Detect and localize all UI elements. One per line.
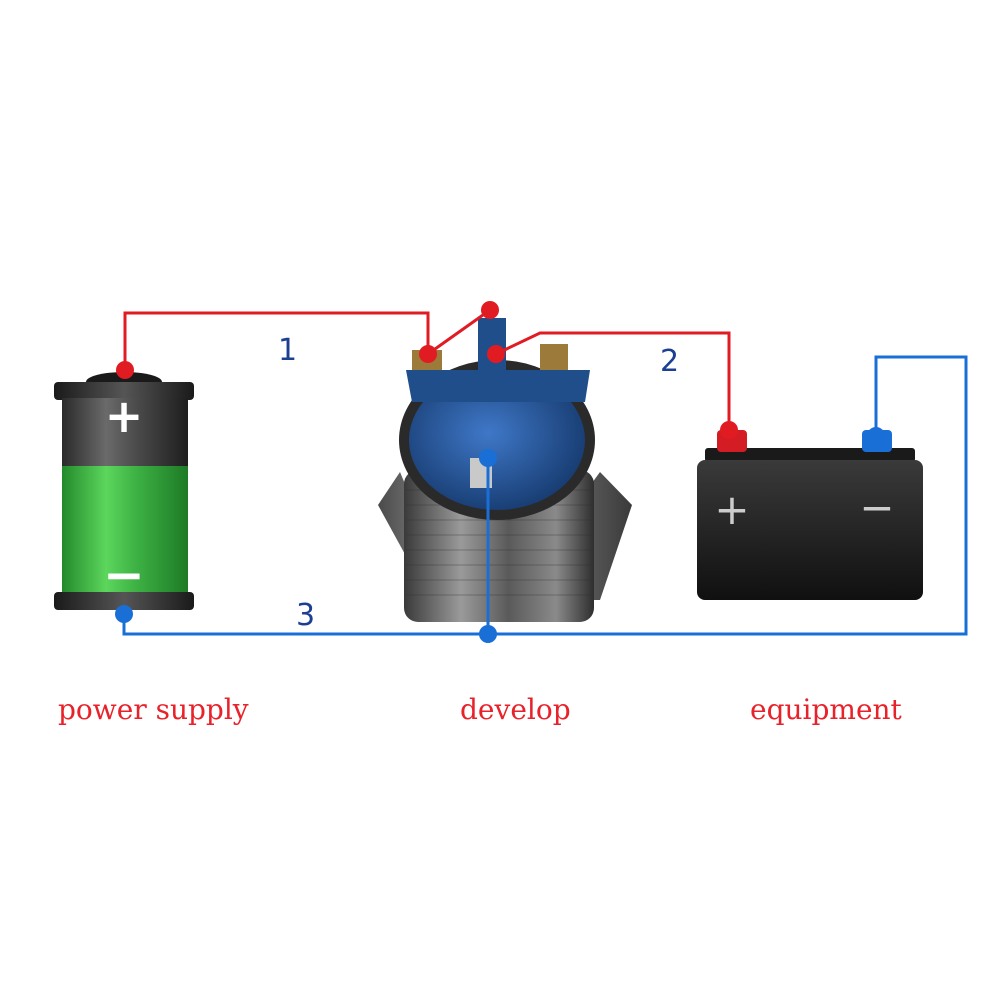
equipment-battery: + − (697, 430, 923, 600)
switch-blue-base (409, 370, 585, 510)
caption-develop: develop (460, 693, 571, 726)
wire-label-1: 1 (278, 333, 297, 368)
wire-label-2: 2 (660, 344, 679, 379)
wire-label-3: 3 (296, 598, 315, 633)
equipment-minus-sign: − (859, 483, 894, 532)
battery-charge-fill (62, 466, 188, 594)
battery-plus-sign: + (105, 389, 144, 443)
caption-power-supply: power supply (58, 693, 249, 726)
equipment-plus-sign: + (714, 485, 749, 534)
battery: + − (54, 372, 194, 610)
battery-minus-sign: − (103, 546, 145, 604)
caption-equipment: equipment (750, 693, 902, 726)
push-button-switch (378, 318, 632, 622)
wire-1-positive (123, 308, 491, 370)
wire-2-positive (495, 331, 731, 430)
wire-3-negative (122, 355, 968, 636)
connection-points (115, 301, 885, 643)
